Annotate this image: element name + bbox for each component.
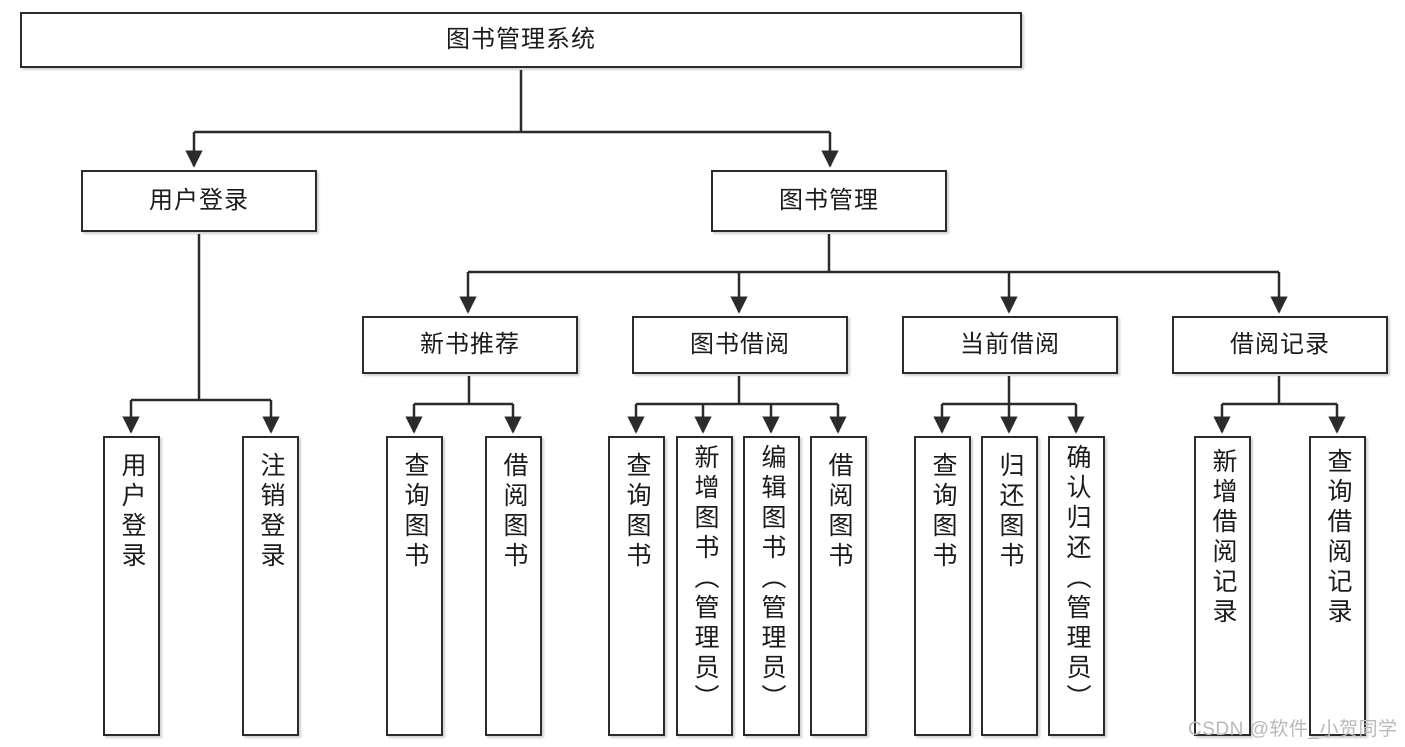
leaf-borrow-book-1[interactable]: 借阅图书 — [485, 436, 542, 736]
node-borrow-record-label: 借阅记录 — [1230, 330, 1330, 358]
leaf-user-login[interactable]: 用户登录 — [103, 436, 160, 736]
node-new-book-recommend[interactable]: 新书推荐 — [362, 316, 578, 374]
leaf-user-login-label: 用户登录 — [118, 452, 146, 572]
leaf-confirm-return-label: 确认归还（管理员） — [1063, 444, 1091, 714]
leaf-query-book-1-label: 查询图书 — [401, 452, 429, 572]
leaf-query-book-2-label: 查询图书 — [623, 452, 651, 572]
node-current-borrow-label: 当前借阅 — [960, 330, 1060, 358]
leaf-add-record-label: 新增借阅记录 — [1209, 448, 1237, 628]
leaf-edit-book-label: 编辑图书（管理员） — [758, 444, 786, 714]
leaf-add-record[interactable]: 新增借阅记录 — [1194, 436, 1251, 736]
leaf-borrow-book-2-label: 借阅图书 — [825, 452, 853, 572]
leaf-query-record[interactable]: 查询借阅记录 — [1309, 436, 1366, 736]
leaf-user-logout[interactable]: 注销登录 — [242, 436, 299, 736]
node-book-manage-label: 图书管理 — [779, 186, 879, 214]
leaf-return-book-label: 归还图书 — [996, 452, 1024, 572]
node-user-login[interactable]: 用户登录 — [81, 170, 317, 232]
node-current-borrow[interactable]: 当前借阅 — [902, 316, 1118, 374]
leaf-add-book-label: 新增图书（管理员） — [691, 444, 719, 714]
node-book-manage[interactable]: 图书管理 — [711, 170, 947, 232]
leaf-add-book[interactable]: 新增图书（管理员） — [676, 436, 733, 736]
leaf-edit-book[interactable]: 编辑图书（管理员） — [743, 436, 800, 736]
leaf-query-book-2[interactable]: 查询图书 — [608, 436, 665, 736]
csdn-watermark: CSDN @软件_小贺同学 — [1188, 719, 1398, 740]
node-root[interactable]: 图书管理系统 — [20, 12, 1022, 68]
node-user-login-label: 用户登录 — [149, 186, 249, 214]
leaf-return-book[interactable]: 归还图书 — [981, 436, 1038, 736]
node-book-borrow[interactable]: 图书借阅 — [632, 316, 848, 374]
leaf-query-record-label: 查询借阅记录 — [1324, 448, 1352, 628]
leaf-query-book-1[interactable]: 查询图书 — [386, 436, 443, 736]
leaf-query-book-3-label: 查询图书 — [929, 452, 957, 572]
leaf-query-book-3[interactable]: 查询图书 — [914, 436, 971, 736]
leaf-user-logout-label: 注销登录 — [257, 452, 285, 572]
node-book-borrow-label: 图书借阅 — [690, 330, 790, 358]
node-new-book-recommend-label: 新书推荐 — [420, 330, 520, 358]
leaf-borrow-book-2[interactable]: 借阅图书 — [810, 436, 867, 736]
node-borrow-record[interactable]: 借阅记录 — [1172, 316, 1388, 374]
leaf-confirm-return[interactable]: 确认归还（管理员） — [1048, 436, 1105, 736]
node-root-label: 图书管理系统 — [446, 25, 596, 53]
leaf-borrow-book-1-label: 借阅图书 — [500, 452, 528, 572]
